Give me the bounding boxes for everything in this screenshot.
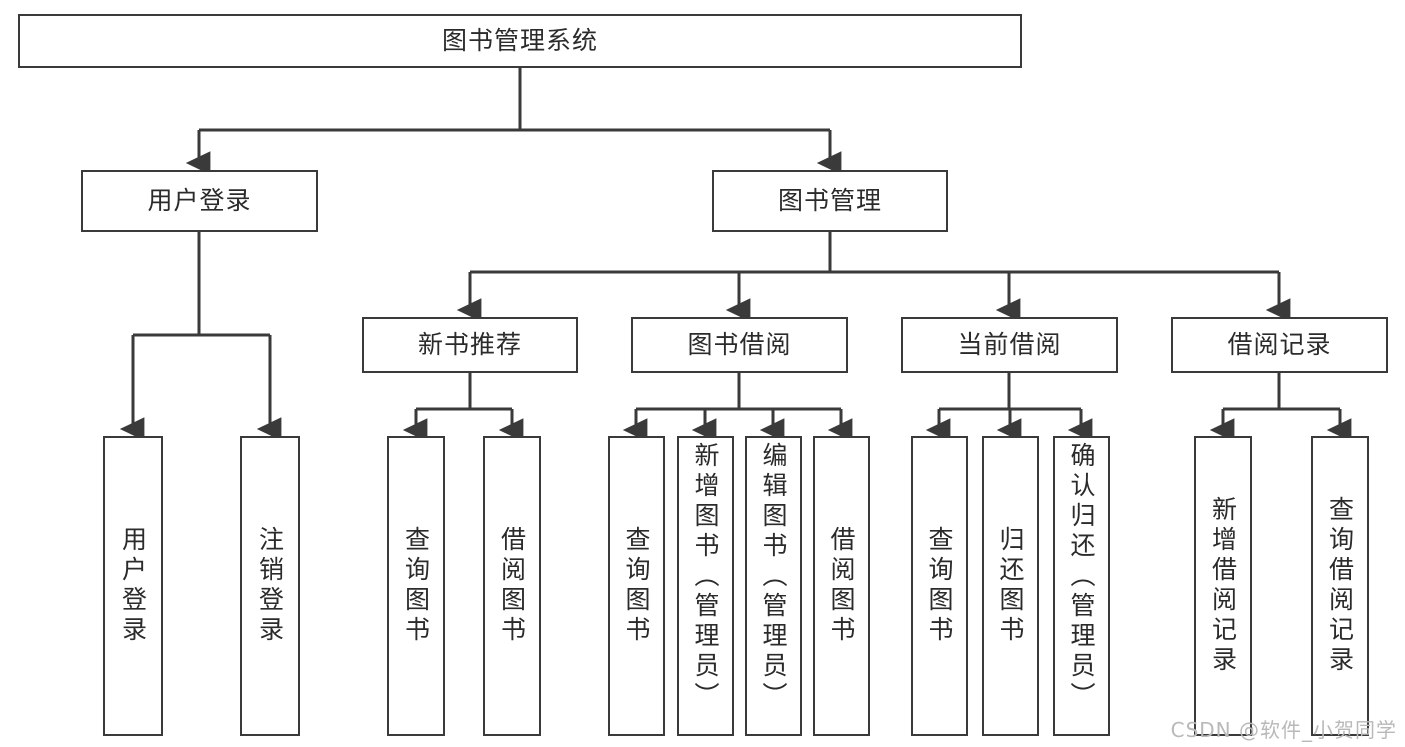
- node-leaf-borrow-book-1-label: 借阅图书: [497, 526, 527, 646]
- node-leaf-borrow-book-2-label: 借阅图书: [827, 526, 856, 646]
- node-user-login[interactable]: 用户登录: [81, 170, 318, 232]
- node-leaf-query-record[interactable]: 查询借阅记录: [1311, 436, 1369, 736]
- node-root[interactable]: 图书管理系统: [18, 14, 1022, 68]
- node-leaf-query-book-2[interactable]: 查询图书: [608, 436, 665, 736]
- node-book-manage-label: 图书管理: [777, 186, 882, 216]
- node-borrow-record-label: 借阅记录: [1227, 330, 1332, 360]
- watermark-text: CSDN @软件_小贺同学: [1170, 718, 1397, 742]
- node-leaf-confirm-return-label: 确认归还（管理员）: [1067, 442, 1096, 712]
- node-leaf-edit-book-label: 编辑图书（管理员）: [759, 442, 788, 712]
- node-leaf-query-book-3-label: 查询图书: [925, 526, 954, 646]
- node-current-borrow[interactable]: 当前借阅: [901, 317, 1118, 373]
- node-leaf-logout[interactable]: 注销登录: [240, 436, 300, 736]
- node-leaf-edit-book[interactable]: 编辑图书（管理员）: [745, 436, 802, 736]
- node-leaf-user-login-label: 用户登录: [118, 526, 148, 646]
- node-current-borrow-label: 当前借阅: [957, 330, 1062, 360]
- node-leaf-add-book[interactable]: 新增图书（管理员）: [677, 436, 734, 736]
- node-book-borrow-label: 图书借阅: [687, 330, 792, 360]
- node-leaf-add-book-label: 新增图书（管理员）: [691, 442, 720, 712]
- node-book-borrow[interactable]: 图书借阅: [631, 317, 848, 373]
- node-leaf-query-book-1[interactable]: 查询图书: [387, 436, 445, 736]
- node-user-login-label: 用户登录: [147, 186, 252, 216]
- node-leaf-confirm-return[interactable]: 确认归还（管理员）: [1053, 436, 1110, 736]
- node-book-manage[interactable]: 图书管理: [712, 170, 948, 232]
- node-leaf-query-book-2-label: 查询图书: [622, 526, 651, 646]
- node-root-label: 图书管理系统: [441, 26, 598, 56]
- node-leaf-user-login[interactable]: 用户登录: [103, 436, 163, 736]
- node-leaf-borrow-book-2[interactable]: 借阅图书: [813, 436, 870, 736]
- node-leaf-add-record[interactable]: 新增借阅记录: [1194, 436, 1252, 736]
- node-leaf-query-record-label: 查询借阅记录: [1325, 496, 1355, 676]
- node-new-book-recommend[interactable]: 新书推荐: [362, 317, 578, 373]
- node-leaf-query-book-3[interactable]: 查询图书: [911, 436, 968, 736]
- node-leaf-add-record-label: 新增借阅记录: [1208, 496, 1238, 676]
- node-leaf-logout-label: 注销登录: [255, 526, 285, 646]
- node-leaf-borrow-book-1[interactable]: 借阅图书: [483, 436, 541, 736]
- node-leaf-query-book-1-label: 查询图书: [401, 526, 431, 646]
- node-leaf-return-book-label: 归还图书: [996, 526, 1025, 646]
- node-leaf-return-book[interactable]: 归还图书: [982, 436, 1039, 736]
- node-borrow-record[interactable]: 借阅记录: [1171, 317, 1388, 373]
- node-new-book-recommend-label: 新书推荐: [417, 330, 522, 360]
